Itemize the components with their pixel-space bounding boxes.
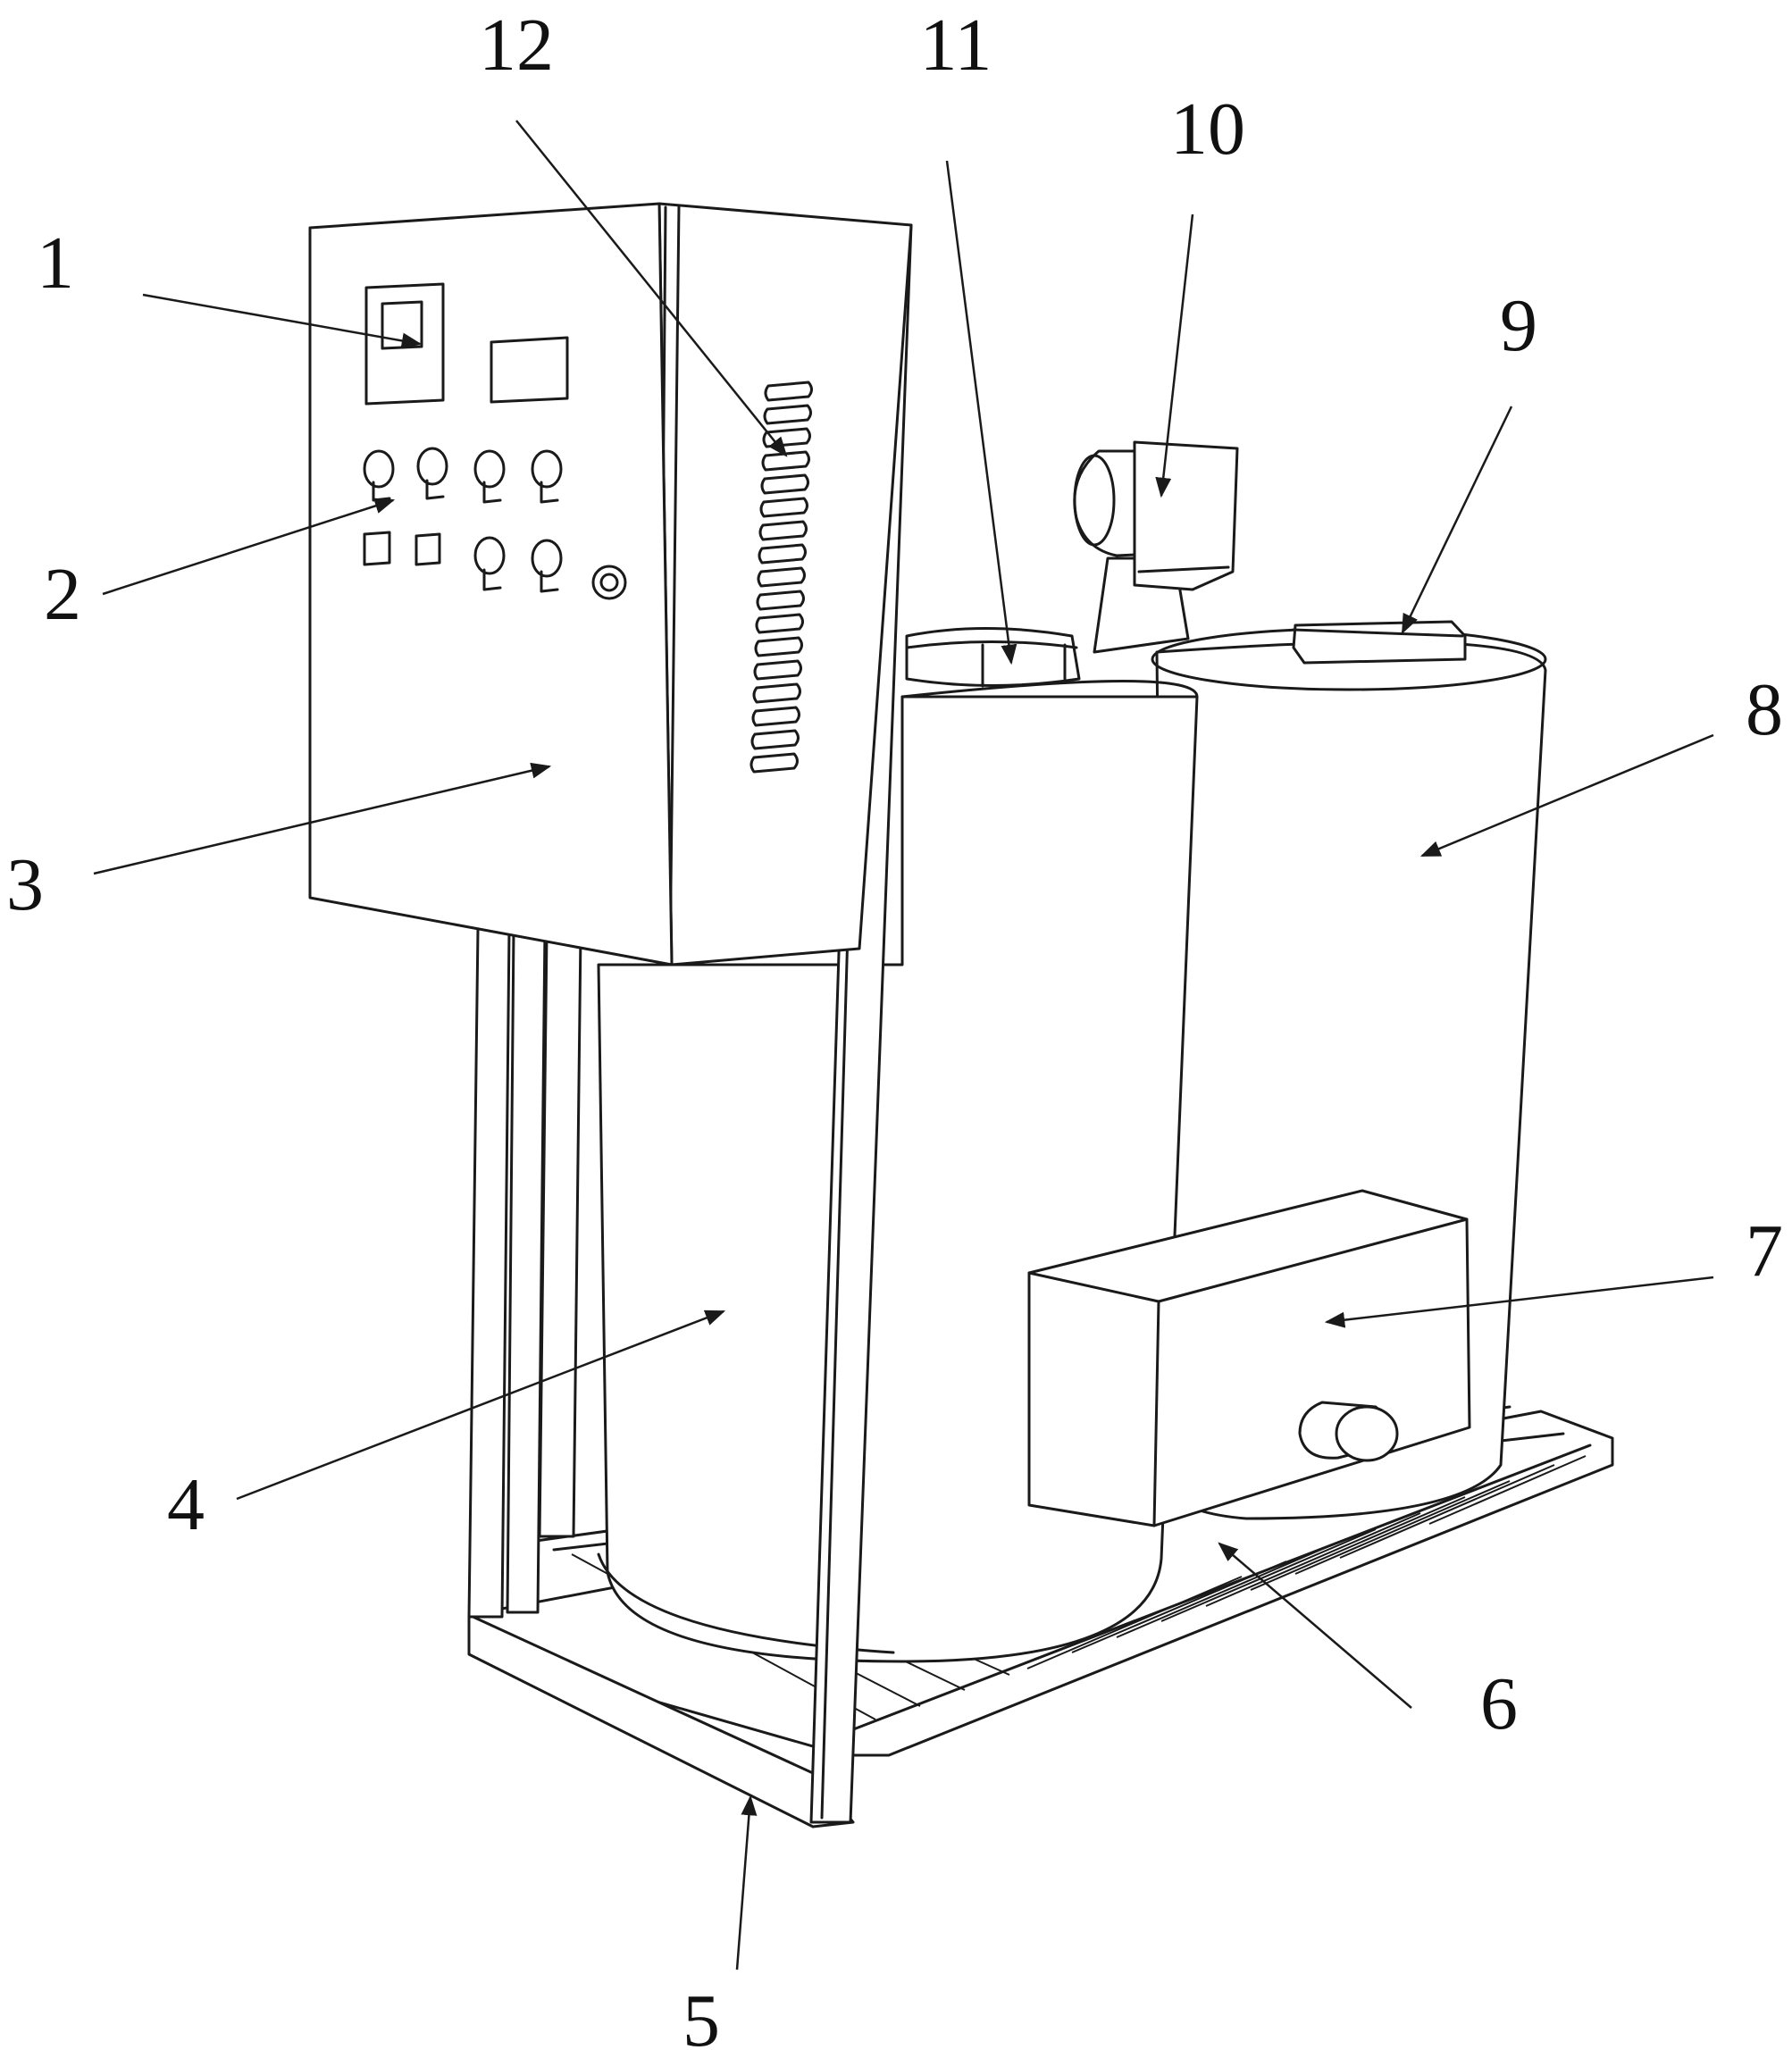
pump-outlet: [1298, 1401, 1399, 1462]
vent-slots: [749, 381, 813, 774]
leader-5: [735, 1795, 758, 1971]
callout-9: 9: [1500, 284, 1537, 367]
callout-4: 4: [167, 1463, 205, 1546]
callout-labels: 1 2 3 4 5 6 7 8 9 10 11 12: [6, 4, 1783, 2050]
leader-3: [93, 762, 552, 875]
callout-2: 2: [44, 553, 81, 636]
leader-4: [236, 1309, 726, 1501]
tank-right-cap: [1292, 620, 1467, 665]
callout-8: 8: [1746, 668, 1783, 751]
leader-2: [102, 498, 396, 596]
switch-row-2: [363, 531, 627, 600]
switch-row-1: [363, 447, 563, 504]
callout-10: 10: [1170, 88, 1245, 171]
callout-1: 1: [37, 222, 74, 305]
leader-1: [142, 293, 423, 349]
agitator-motor: [1073, 440, 1239, 654]
leader-lines: [93, 120, 1714, 1971]
leader-6: [1218, 1542, 1412, 1709]
indicator-panel: [490, 336, 569, 404]
callout-5: 5: [682, 1979, 720, 2050]
callout-3: 3: [6, 843, 44, 926]
leader-7: [1324, 1276, 1714, 1328]
leader-11: [945, 160, 1017, 665]
support-frame: [467, 223, 913, 1824]
control-cabinet: [308, 202, 913, 966]
leader-12: [515, 120, 788, 457]
leader-10: [1155, 213, 1194, 498]
callout-7: 7: [1746, 1209, 1783, 1293]
display-panel: [364, 282, 445, 406]
callout-11: 11: [920, 4, 992, 87]
callout-6: 6: [1480, 1662, 1518, 1745]
tank-left-cap: [905, 627, 1081, 688]
leader-9: [1401, 406, 1513, 635]
leader-8: [1419, 733, 1714, 858]
pump-box: [1027, 1189, 1471, 1527]
callout-12: 12: [479, 4, 554, 87]
